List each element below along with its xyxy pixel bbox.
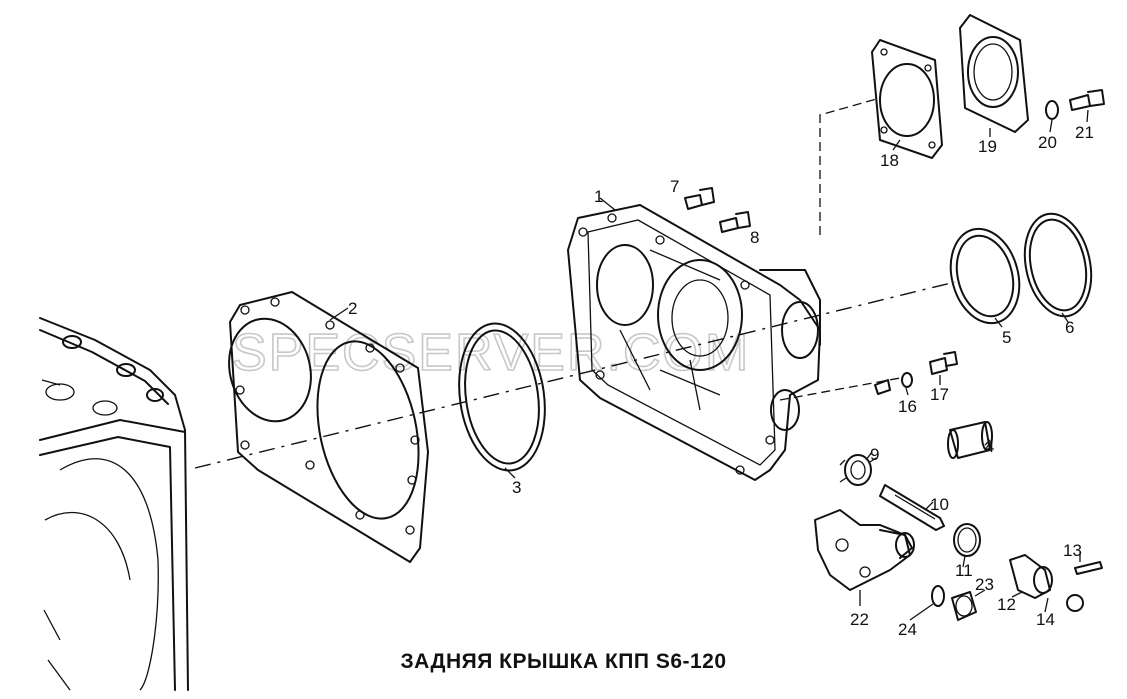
callout-24: 24	[898, 620, 917, 639]
part-21-bolt	[1069, 89, 1105, 111]
callout-16: 16	[898, 397, 917, 416]
callout-11: 11	[955, 561, 973, 580]
callout-21: 21	[1075, 123, 1094, 142]
part-8-bolt	[719, 211, 751, 233]
part-18-flange-gasket	[871, 39, 943, 159]
callout-19: 19	[978, 137, 997, 156]
callout-14: 14	[1036, 610, 1055, 629]
part-2-gasket	[228, 291, 429, 563]
part-20-washer	[1045, 100, 1059, 120]
callout-8: 8	[750, 228, 759, 247]
part-7-bolt	[684, 187, 715, 210]
callout-9: 9	[870, 445, 879, 464]
part-12-sensor	[1009, 554, 1053, 599]
part-24-washer	[931, 585, 945, 607]
callout-labels: 1 2 3 4 5 6 7 8 9 10 11 12 13 14 16 17 1…	[348, 123, 1094, 639]
part-4-sleeve	[947, 421, 993, 459]
diagram-title: ЗАДНЯЯ КРЫШКА КПП S6-120	[400, 650, 727, 673]
part-3-seal-ring	[458, 322, 546, 472]
callout-4: 4	[985, 437, 994, 456]
part-14-cap	[1066, 594, 1084, 612]
part-17-plug	[929, 351, 958, 375]
callout-12: 12	[997, 595, 1016, 614]
callout-3: 3	[512, 478, 521, 497]
callout-20: 20	[1038, 133, 1057, 152]
part-22-drive-housing	[814, 509, 915, 591]
assembly-axis-lines	[194, 97, 956, 469]
part-6-seal	[1023, 212, 1093, 318]
part-9-gear	[839, 454, 877, 486]
callout-6: 6	[1065, 318, 1074, 337]
callout-13: 13	[1063, 541, 1082, 560]
part-11-o-ring	[953, 523, 981, 557]
part-5-seal	[949, 227, 1021, 325]
callout-18: 18	[880, 151, 899, 170]
part-19-cover-plate	[959, 14, 1029, 133]
part-23-plug	[951, 591, 977, 621]
callout-2: 2	[348, 299, 357, 318]
gearbox-housing	[39, 317, 189, 691]
callout-17: 17	[930, 385, 949, 404]
part-1-rear-cover	[567, 204, 821, 481]
part-16-washer	[874, 372, 913, 395]
part-13-pin	[1074, 561, 1103, 575]
callout-1: 1	[594, 187, 603, 206]
leader-lines	[329, 109, 1089, 621]
callout-7: 7	[670, 177, 679, 196]
watermark: SPECSERVER.COM	[232, 324, 750, 382]
callout-5: 5	[1002, 328, 1011, 347]
callout-23: 23	[975, 575, 994, 594]
callout-22: 22	[850, 610, 869, 629]
callout-10: 10	[930, 495, 949, 514]
part-10-shaft	[879, 484, 945, 531]
